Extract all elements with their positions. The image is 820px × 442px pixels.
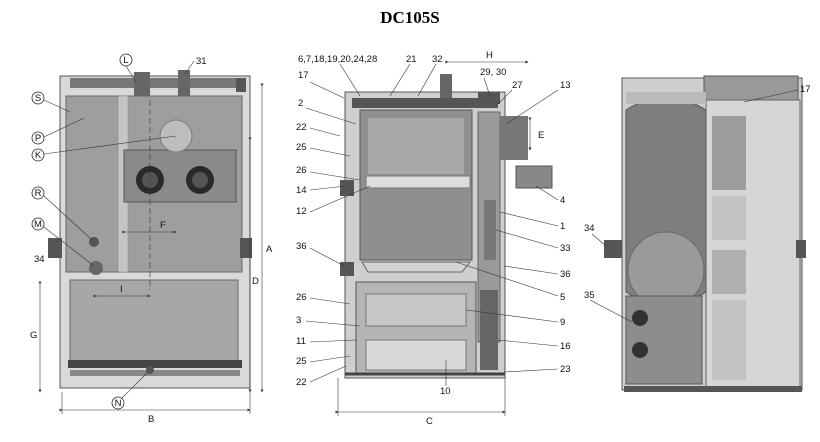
dim-C: C bbox=[426, 416, 433, 427]
side-labels: 17 34 35 bbox=[584, 84, 811, 323]
label-33: 33 bbox=[560, 243, 571, 254]
label-R: R bbox=[35, 188, 42, 199]
label-11: 11 bbox=[296, 336, 306, 347]
label-21: 21 bbox=[406, 54, 417, 65]
label-29-30: 29, 30 bbox=[480, 67, 506, 78]
label-26-top: 26 bbox=[296, 165, 307, 176]
label-31: 31 bbox=[196, 56, 207, 67]
label-35: 35 bbox=[584, 290, 595, 301]
section-right-labels: 21 32 H 29, 30 13 27 E 4 1 33 36 5 9 16 … bbox=[389, 50, 571, 427]
dim-H: H bbox=[486, 50, 493, 61]
section-view bbox=[335, 60, 553, 416]
label-17-side: 17 bbox=[800, 84, 811, 95]
label-6-28: 6,7,18,19,20,24,28 bbox=[298, 54, 377, 65]
label-34-front: 34 bbox=[34, 254, 45, 265]
dim-D: D bbox=[252, 276, 259, 287]
dim-A: A bbox=[266, 244, 273, 255]
label-36-right: 36 bbox=[560, 269, 571, 280]
label-14: 14 bbox=[296, 185, 307, 196]
front-labels: L 31 S P K R M 34 N A D G B F I bbox=[30, 53, 273, 425]
side-view bbox=[604, 75, 806, 392]
label-22-top: 22 bbox=[296, 122, 307, 133]
label-25-bottom: 25 bbox=[296, 356, 307, 367]
label-16: 16 bbox=[560, 341, 571, 352]
dim-F: F bbox=[160, 220, 166, 231]
label-22-bottom: 22 bbox=[296, 377, 307, 388]
label-N: N bbox=[115, 398, 122, 409]
label-L: L bbox=[123, 55, 128, 66]
dim-E: E bbox=[538, 130, 544, 141]
label-P: P bbox=[35, 133, 41, 144]
dim-I: I bbox=[120, 284, 123, 295]
label-13: 13 bbox=[560, 80, 571, 91]
label-9: 9 bbox=[560, 317, 565, 328]
label-25-top: 25 bbox=[296, 142, 307, 153]
label-10: 10 bbox=[440, 386, 451, 397]
section-left-labels: 6,7,18,19,20,24,28 17 2 22 25 26 14 12 3… bbox=[296, 54, 377, 388]
label-12: 12 bbox=[296, 206, 307, 217]
label-5: 5 bbox=[560, 292, 565, 303]
label-S: S bbox=[35, 93, 41, 104]
dim-G: G bbox=[30, 330, 37, 341]
label-34-side: 34 bbox=[584, 223, 595, 234]
label-27: 27 bbox=[512, 80, 523, 91]
label-4: 4 bbox=[560, 195, 565, 206]
label-3: 3 bbox=[296, 315, 301, 326]
label-1: 1 bbox=[560, 221, 565, 232]
diagram-title: DC105S bbox=[380, 8, 440, 27]
label-2: 2 bbox=[298, 98, 303, 109]
label-32: 32 bbox=[432, 54, 443, 65]
label-23: 23 bbox=[560, 364, 571, 375]
dim-B: B bbox=[148, 414, 154, 425]
label-36-left: 36 bbox=[296, 241, 307, 252]
label-M: M bbox=[34, 219, 42, 230]
label-26-bottom: 26 bbox=[296, 292, 307, 303]
label-K: K bbox=[35, 150, 42, 161]
front-view bbox=[38, 70, 264, 414]
label-17-sec: 17 bbox=[298, 70, 309, 81]
